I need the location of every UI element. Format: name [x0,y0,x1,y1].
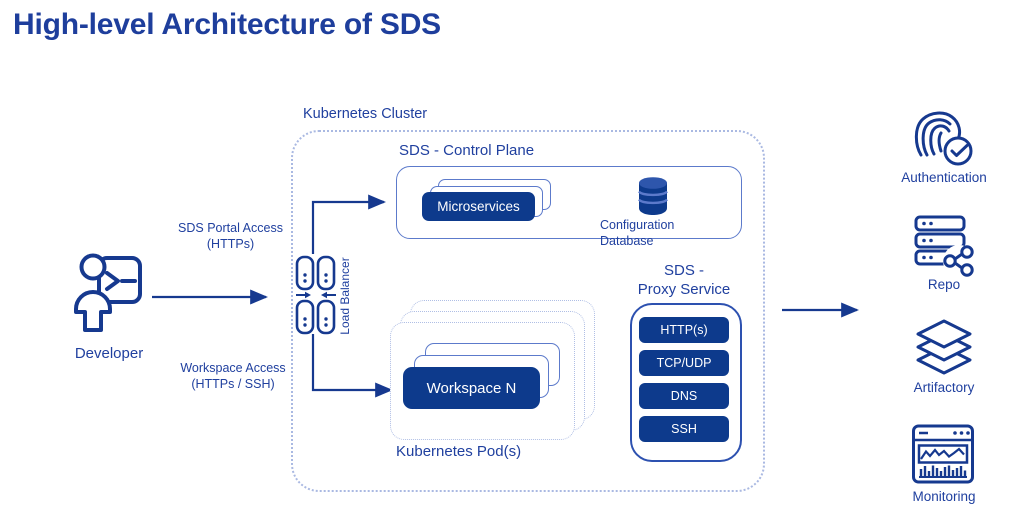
config-database-line2: Database [600,234,654,248]
workspace-access-label: Workspace Access (HTTPs / SSH) [158,360,308,392]
proxy-service-box [630,303,742,462]
control-plane-box [396,166,742,239]
config-database-line1: Configuration [600,218,675,232]
proxy-protocol-ssh: SSH [639,416,729,442]
page-title: High-level Architecture of SDS [13,8,441,41]
database-icon [637,177,669,215]
portal-access-label: SDS Portal Access (HTTPs) [158,220,303,252]
proxy-protocol-dns: DNS [639,383,729,409]
microservices-box: Microservices [422,192,535,221]
proxy-title-line1: SDS - [663,262,704,279]
kubernetes-cluster-box [291,130,765,492]
developer-label: Developer [74,345,144,362]
load-balancer-icon [295,255,336,335]
proxy-title-line2: Proxy Service [637,281,731,298]
server-network-icon [914,215,975,277]
lb-to-control-plane-arrow [311,194,386,254]
monitoring-label: Monitoring [912,489,976,504]
kubernetes-pods-label: Kubernetes Pod(s) [396,443,522,460]
fingerprint-check-icon [914,111,973,166]
config-database-label: Configuration Database [600,217,710,249]
workspace-box: Workspace N [403,367,540,409]
authentication-label: Authentication [901,170,987,185]
layers-icon [916,319,972,375]
person-terminal-icon [74,253,142,332]
dashboard-chart-icon [912,424,974,484]
workspace-access-line2: (HTTPs / SSH) [191,377,275,391]
proxy-service-title: SDS - Proxy Service [628,261,740,299]
proxy-protocol-tcpudp: TCP/UDP [639,350,729,376]
load-balancer-label: Load Balancer [338,257,352,335]
portal-access-line1: SDS Portal Access [178,221,283,235]
portal-access-line2: (HTTPs) [206,237,255,251]
proxy-protocol-http: HTTP(s) [639,317,729,343]
lb-to-pods-arrow [311,334,393,398]
kubernetes-cluster-label: Kubernetes Cluster [303,106,428,122]
artifactory-label: Artifactory [913,380,975,395]
repo-label: Repo [927,277,961,292]
workspace-access-line1: Workspace Access [180,361,286,375]
control-plane-label: SDS - Control Plane [399,142,535,159]
